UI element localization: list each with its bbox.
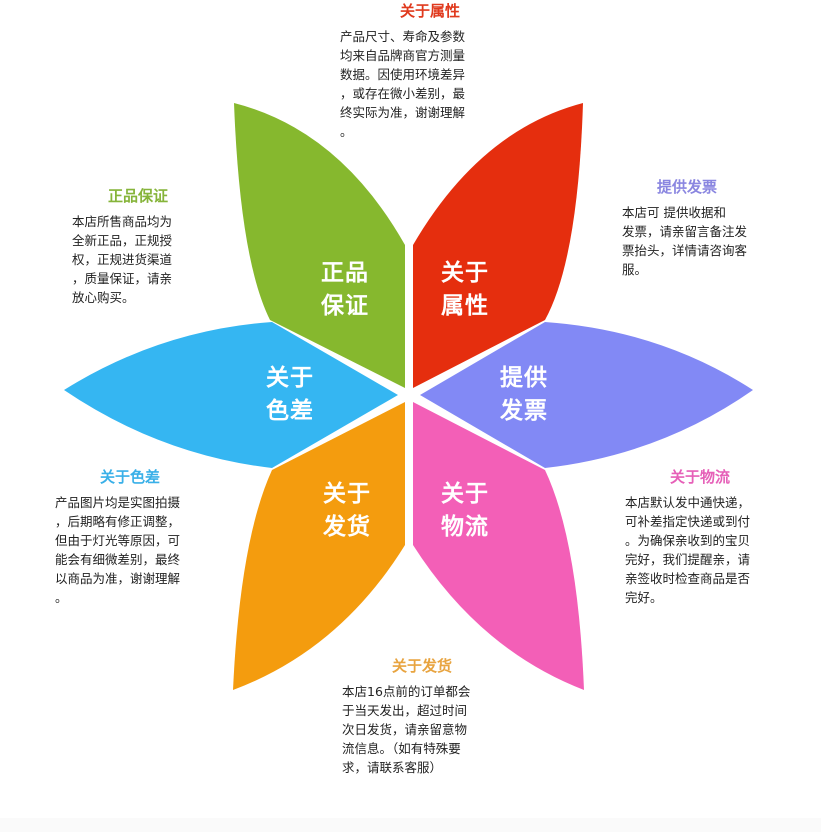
info-body-attributes: 产品尺寸、寿命及参数 均来自品牌商官方测量 数据。因使用环境差异 ，或存在微小差… [340,29,466,139]
info-title-authentic: 正品保证 [107,187,168,205]
bottom-divider [0,818,821,832]
info-body-shipping: 本店16点前的订单都会 于当天发出，超过时间 次日发货，请亲留意物 流信息。（如… [342,684,471,775]
info-shipping: 关于发货 本店16点前的订单都会 于当天发出，超过时间 次日发货，请亲留意物 流… [342,657,522,777]
info-authentic: 正品保证 本店所售商品均为 全新正品，正规授 权，正规进货渠道 ，质量保证，请亲… [72,187,222,307]
info-title-logistics: 关于物流 [669,468,730,486]
info-body-invoice: 本店可 提供收据和 发票，请亲留言备注发 票抬头，详情请咨询客 服。 [622,205,748,277]
petal-label-shipping: 关于 发货 [323,481,371,540]
petal-label-invoice: 提供 发票 [500,365,548,424]
petal-logistics [413,402,584,690]
petal-label-logistics: 关于 物流 [441,481,489,540]
petal-authentic [234,103,405,388]
petal-color-diff [64,322,398,468]
petal-attributes [413,103,583,388]
info-title-shipping: 关于发货 [391,657,452,675]
info-logistics: 关于物流 本店默认发中通快递， 可补差指定快递或到付 。为确保亲收到的宝贝 完好… [625,468,805,607]
info-body-color-diff: 产品图片均是实图拍摄 ，后期略有修正调整， 但由于灯光等原因，可 能会有细微差别… [55,495,181,605]
petal-label-attributes: 关于 属性 [441,260,489,319]
info-body-logistics: 本店默认发中通快递， 可补差指定快递或到付 。为确保亲收到的宝贝 完好，我们提醒… [625,495,751,605]
petal-label-authentic: 正品 保证 [321,260,369,319]
info-body-authentic: 本店所售商品均为 全新正品，正规授 权，正规进货渠道 ，质量保证，请亲 放心购买… [72,214,173,305]
info-title-invoice: 提供发票 [656,178,717,196]
petal-invoice [420,322,753,468]
info-color-diff: 关于色差 产品图片均是实图拍摄 ，后期略有修正调整， 但由于灯光等原因，可 能会… [55,468,235,607]
info-attributes: 关于属性 产品尺寸、寿命及参数 均来自品牌商官方测量 数据。因使用环境差异 ，或… [340,2,520,141]
petal-shipping [233,402,405,690]
info-title-color-diff: 关于色差 [99,468,160,486]
petal-label-color-diff: 关于 色差 [266,365,314,424]
info-title-attributes: 关于属性 [399,2,460,20]
info-invoice: 提供发票 本店可 提供收据和 发票，请亲留言备注发 票抬头，详情请咨询客 服。 [622,178,802,279]
